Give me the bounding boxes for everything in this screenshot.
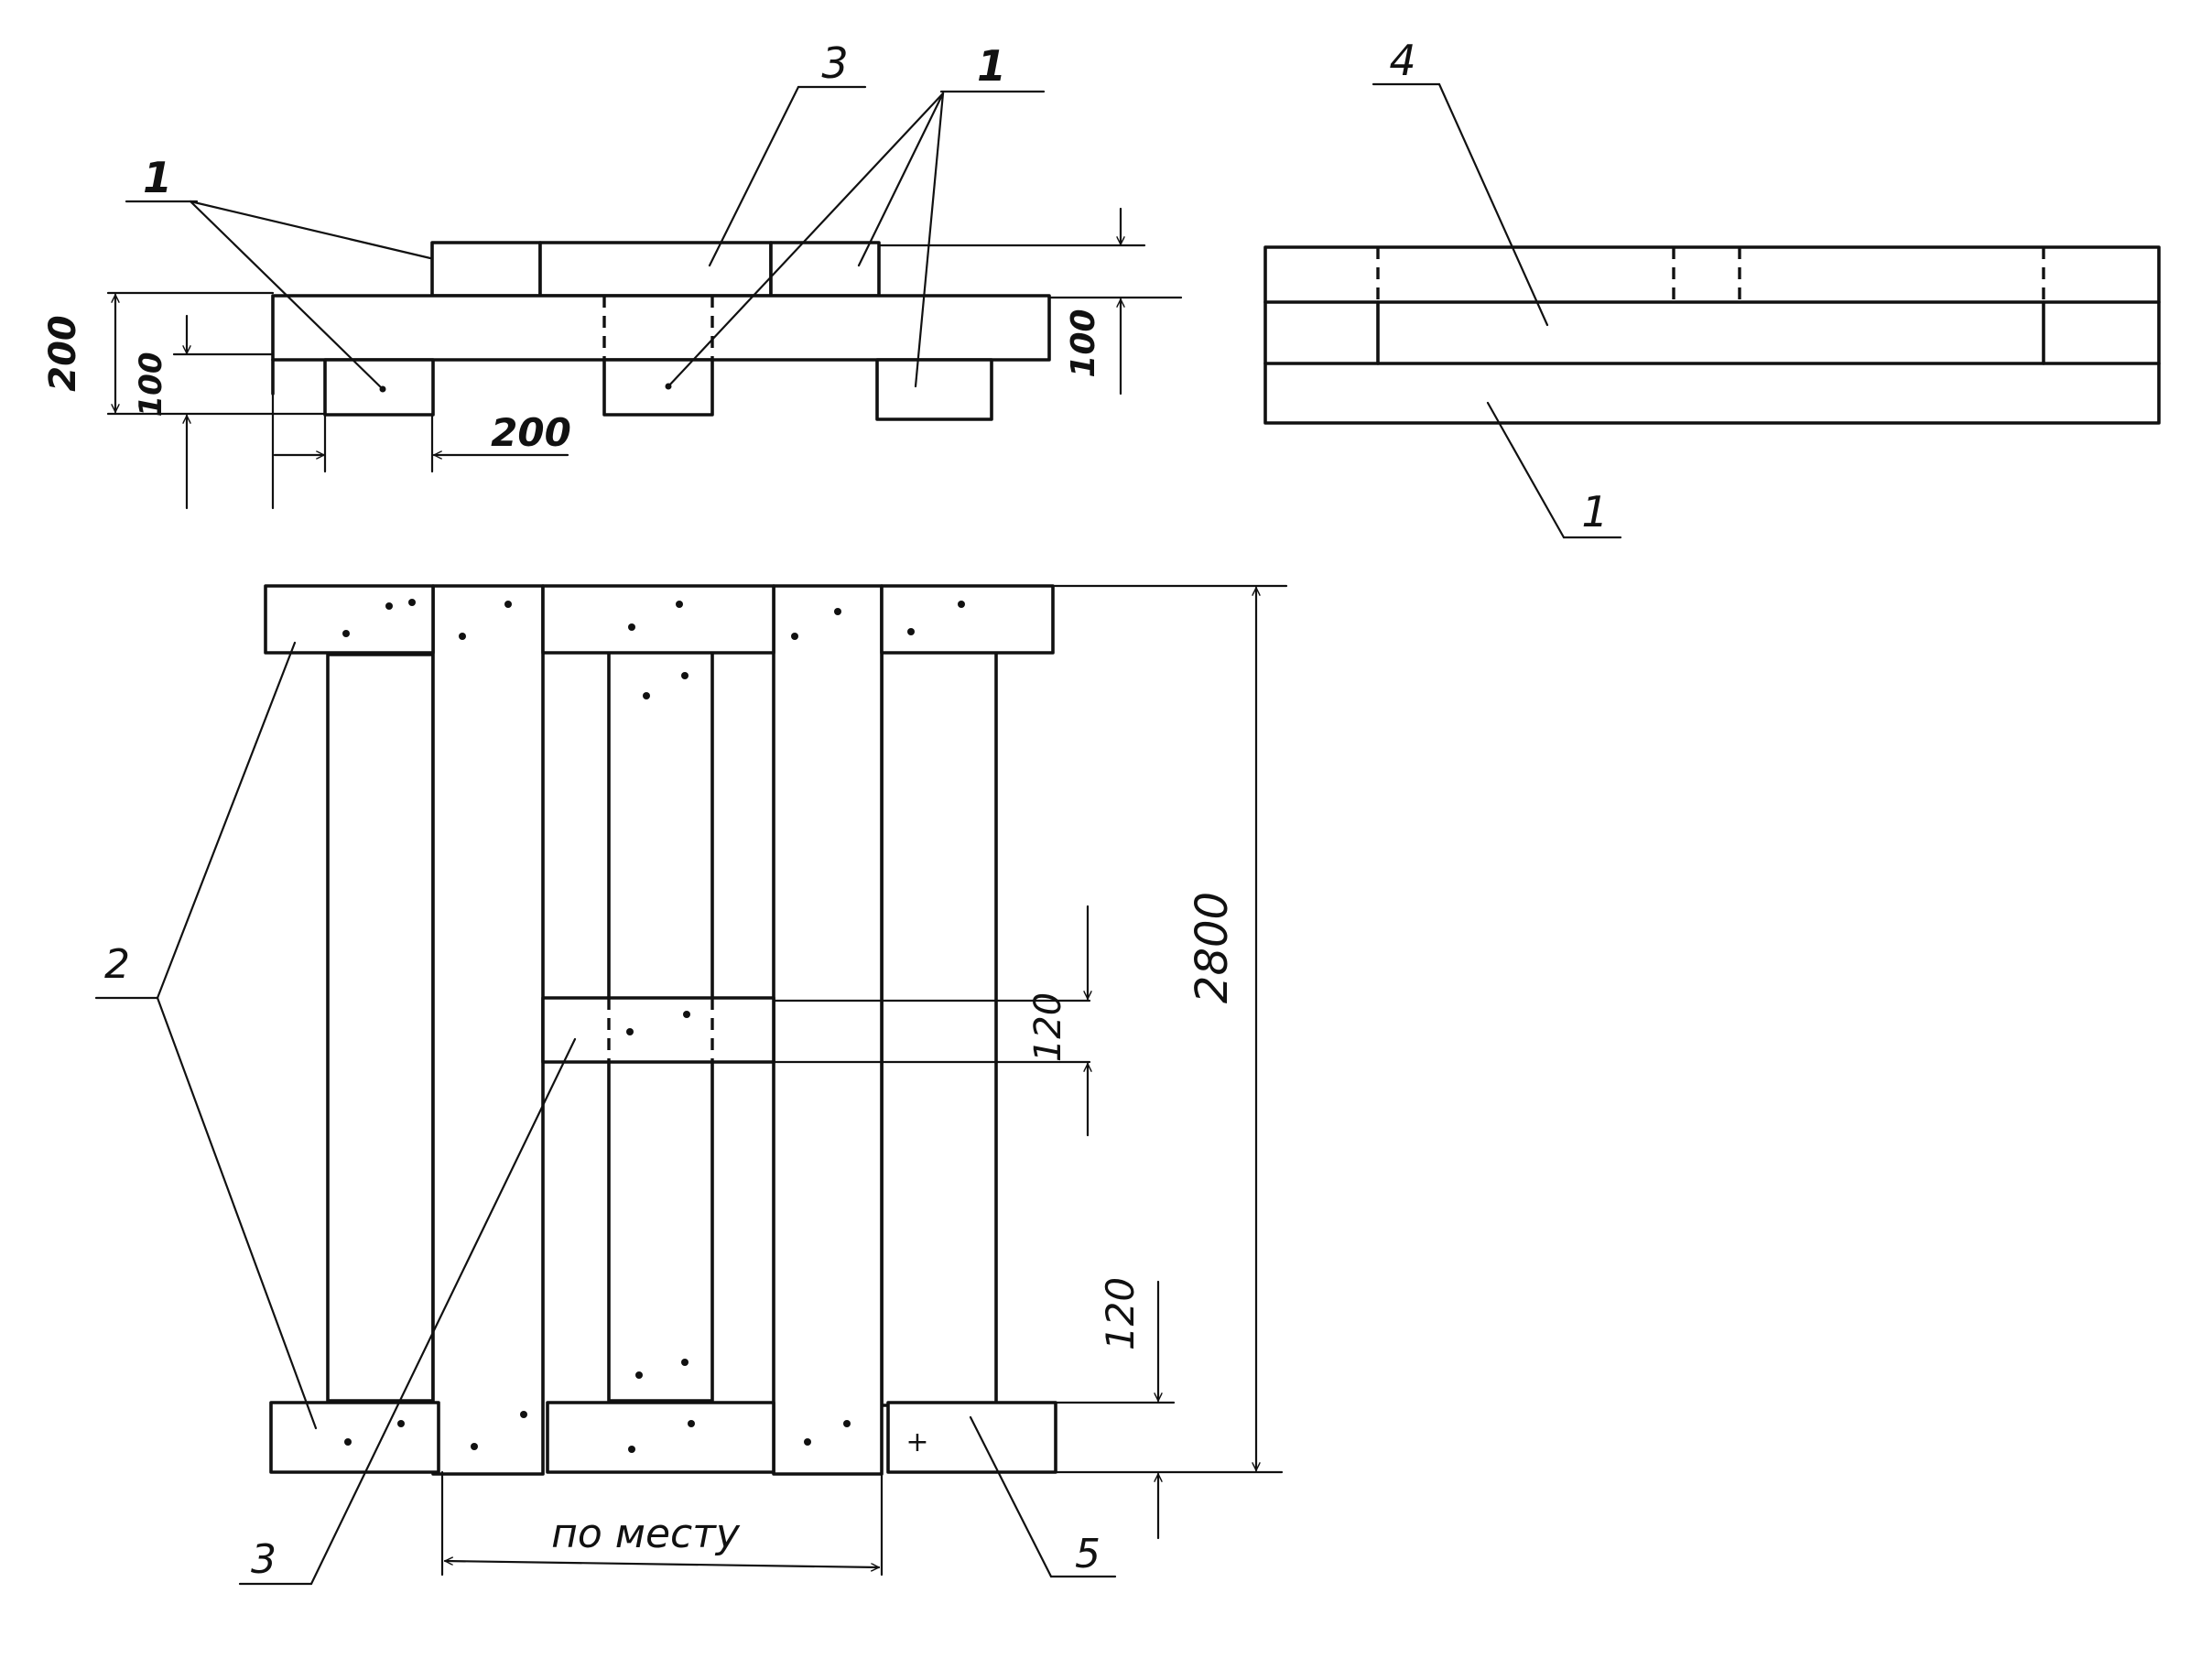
nail-mark <box>635 1371 643 1379</box>
section-bottom-block-2 <box>602 358 714 417</box>
section-bottom-block-3 <box>875 358 993 421</box>
leader-line <box>857 92 945 267</box>
plan-view: + 2800 120 120 по месту 2 3 5 <box>94 584 1288 1586</box>
callout-1-top-left-label: 1 <box>143 153 172 202</box>
nail-mark <box>397 1420 405 1427</box>
dim-200-horizontal-label: 200 <box>491 410 571 455</box>
leader-line <box>914 92 945 388</box>
nail-mark <box>344 1438 352 1446</box>
plus-mark: + <box>905 1426 928 1458</box>
nail-mark <box>504 601 512 608</box>
leader-dot <box>379 385 386 393</box>
leader-line <box>708 85 800 267</box>
dim-po-mestu-line <box>443 1561 881 1567</box>
plan-bottom-plate-left <box>269 1401 440 1474</box>
leader-line <box>309 1037 577 1586</box>
nail-mark <box>628 623 635 631</box>
plan-middle-spacer <box>541 996 775 1064</box>
nail-mark <box>643 692 650 699</box>
callout-1-side-label: 1 <box>1581 487 1608 536</box>
nail-mark <box>683 1011 690 1018</box>
nail-mark <box>688 1420 695 1427</box>
leader-line <box>189 200 385 391</box>
leader-line <box>156 996 318 1430</box>
section-top-board-1b <box>769 241 881 298</box>
plan-bottom-plate-middle <box>546 1401 775 1474</box>
leader-dot <box>665 383 672 390</box>
nail-mark <box>385 602 393 610</box>
leader-line <box>189 200 432 260</box>
nail-mark <box>681 672 689 679</box>
callout-4-label: 4 <box>1389 36 1415 85</box>
callout-5-label: 5 <box>1075 1531 1101 1577</box>
nail-mark <box>834 608 841 615</box>
section-bottom-block-1 <box>323 358 435 417</box>
section-top-board-1 <box>430 241 542 298</box>
leader-line <box>667 92 945 388</box>
nail-mark <box>471 1443 478 1450</box>
nail-mark <box>676 601 683 608</box>
plan-top-plate-right <box>880 584 1055 655</box>
nail-mark <box>342 630 350 637</box>
nail-mark <box>626 1028 634 1035</box>
dim-100-left-label: 100 <box>133 352 169 417</box>
section-top-board-3 <box>538 241 773 298</box>
nail-mark <box>681 1359 689 1366</box>
nail-mark <box>791 633 798 640</box>
plan-board-2 <box>772 584 884 1476</box>
callout-2-label: 2 <box>104 941 130 988</box>
nail-mark <box>628 1446 635 1453</box>
section-main-beam <box>271 294 1051 362</box>
nail-mark <box>843 1420 851 1427</box>
plan-bottom-plate-right <box>886 1401 1057 1474</box>
side-view-outline <box>1263 245 2161 425</box>
nail-mark <box>804 1438 811 1446</box>
dim-100-right-label: 100 <box>1065 309 1102 377</box>
nail-marks <box>342 599 965 1453</box>
dim-200-vertical-label: 200 <box>42 315 84 392</box>
nail-mark <box>408 599 416 606</box>
plan-runner-1 <box>326 653 435 1403</box>
leader-line <box>1486 401 1566 539</box>
leader-line <box>969 1415 1053 1578</box>
callout-1-top-label: 1 <box>977 41 1006 91</box>
plan-board-1 <box>431 584 545 1476</box>
nail-mark <box>907 628 915 635</box>
nail-mark <box>520 1411 527 1418</box>
leader-line <box>156 641 297 1000</box>
dim-2800-label: 2800 <box>1187 892 1238 1003</box>
dim-po-mestu-label: по месту <box>551 1511 741 1557</box>
plan-top-plate-left <box>264 584 435 655</box>
callout-3-top-label: 3 <box>821 38 848 88</box>
dim-120-bottom-label: 120 <box>1098 1277 1143 1350</box>
callout-3-plan-label: 3 <box>251 1536 276 1583</box>
nail-mark <box>958 601 965 608</box>
nail-mark <box>459 633 466 640</box>
section-view: 200 100 200 100 1 3 1 <box>42 38 1183 510</box>
side-view: 4 1 <box>1263 36 2161 539</box>
dim-120-mid-label: 120 <box>1027 992 1069 1062</box>
leader-line <box>1437 82 1549 327</box>
plan-top-plate-middle <box>541 584 775 655</box>
plan-runner-3 <box>880 648 998 1407</box>
